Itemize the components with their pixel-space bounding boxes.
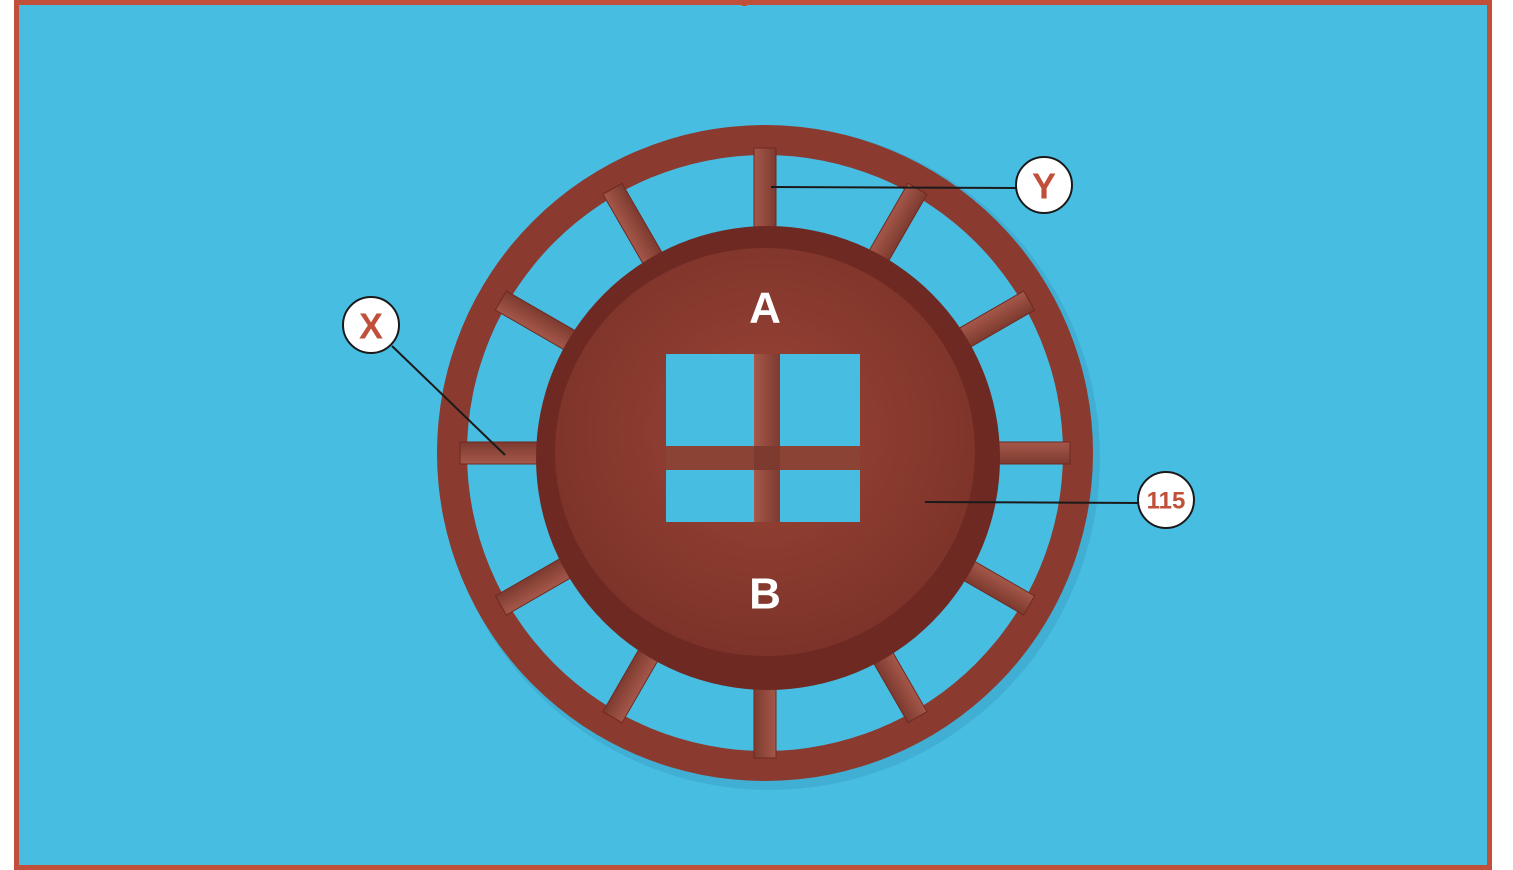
window-bar-joint [754, 446, 780, 470]
callout-y-text: Y [1032, 166, 1056, 207]
leader-line-y [771, 187, 1018, 188]
leader-line-115 [925, 502, 1140, 503]
label-a: A [749, 284, 781, 333]
label-b: B [749, 570, 781, 619]
window-vertical-bar [754, 354, 780, 522]
callout-x-text: X [359, 306, 383, 347]
spoke [754, 148, 776, 238]
callout-115-text: 115 [1147, 488, 1186, 515]
callout-115: 115 [1138, 472, 1194, 528]
callout-x: X [343, 297, 399, 353]
callout-y: Y [1016, 157, 1072, 213]
